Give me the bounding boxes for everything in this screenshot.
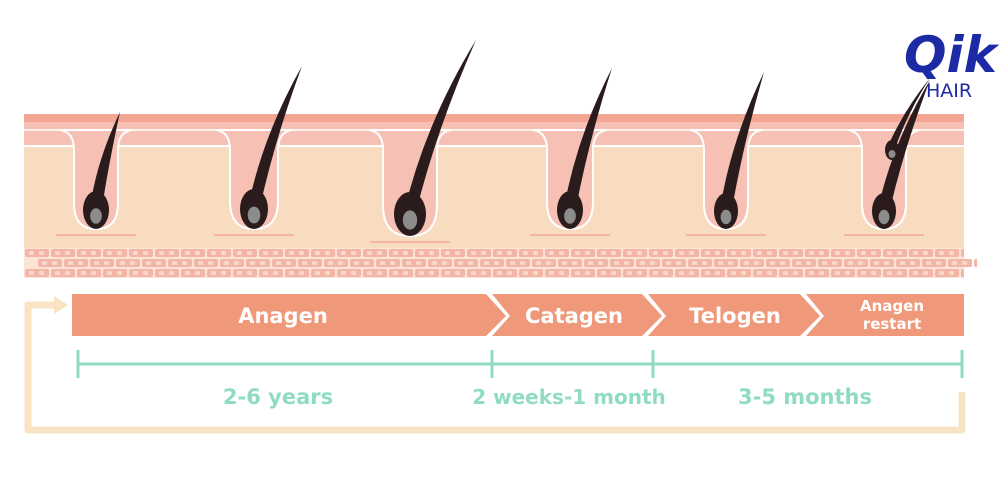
follicles-group bbox=[56, 40, 930, 243]
hair-shaft bbox=[90, 112, 120, 208]
club-hair-core bbox=[888, 150, 896, 158]
hair-papilla bbox=[90, 208, 102, 224]
hair-shaft bbox=[564, 68, 612, 208]
epidermis-layer bbox=[24, 120, 964, 146]
qik-hair-logo: Qik HAIR bbox=[904, 26, 1000, 102]
hair-shaft bbox=[404, 40, 476, 212]
hair-shaft bbox=[248, 66, 302, 207]
duration-timeline: 2-6 years 2 weeks-1 month 3-5 months bbox=[76, 350, 964, 409]
phase-anagen-restart-label-line2: restart bbox=[863, 315, 921, 333]
duration-anagen: 2-6 years bbox=[223, 385, 333, 409]
skin-surface-band bbox=[24, 114, 964, 122]
follicle-sheath bbox=[532, 129, 608, 231]
club-hair-shaft bbox=[888, 78, 930, 146]
phase-catagen-label: Catagen bbox=[525, 304, 623, 328]
phase-telogen bbox=[648, 294, 820, 336]
hair-shaft bbox=[720, 72, 764, 209]
phase-anagen-restart bbox=[806, 294, 964, 336]
hair-papilla bbox=[247, 206, 261, 224]
logo-sub-text: HAIR bbox=[926, 80, 972, 102]
phase-catagen bbox=[492, 294, 662, 336]
cycle-return-loop bbox=[24, 301, 966, 434]
hair-papilla bbox=[402, 210, 418, 230]
hair-papilla bbox=[564, 208, 576, 224]
skin-cross-section bbox=[24, 114, 977, 278]
duration-catagen: 2 weeks-1 month bbox=[472, 385, 666, 409]
duration-telogen: 3-5 months bbox=[738, 385, 872, 409]
hair-shaft bbox=[878, 80, 930, 209]
phase-anagen-restart-label-line1: Anagen bbox=[860, 297, 924, 315]
logo-brand-text: Qik bbox=[904, 26, 1000, 84]
hair-papilla bbox=[878, 209, 890, 225]
phase-anagen-label: Anagen bbox=[238, 304, 328, 328]
phase-telogen-label: Telogen bbox=[689, 304, 781, 328]
return-loop-arrowhead bbox=[54, 296, 68, 314]
phase-arrow-bar: Anagen Catagen Telogen Anagen restart bbox=[72, 294, 964, 336]
hair-papilla bbox=[720, 209, 732, 225]
phase-anagen bbox=[72, 294, 506, 336]
